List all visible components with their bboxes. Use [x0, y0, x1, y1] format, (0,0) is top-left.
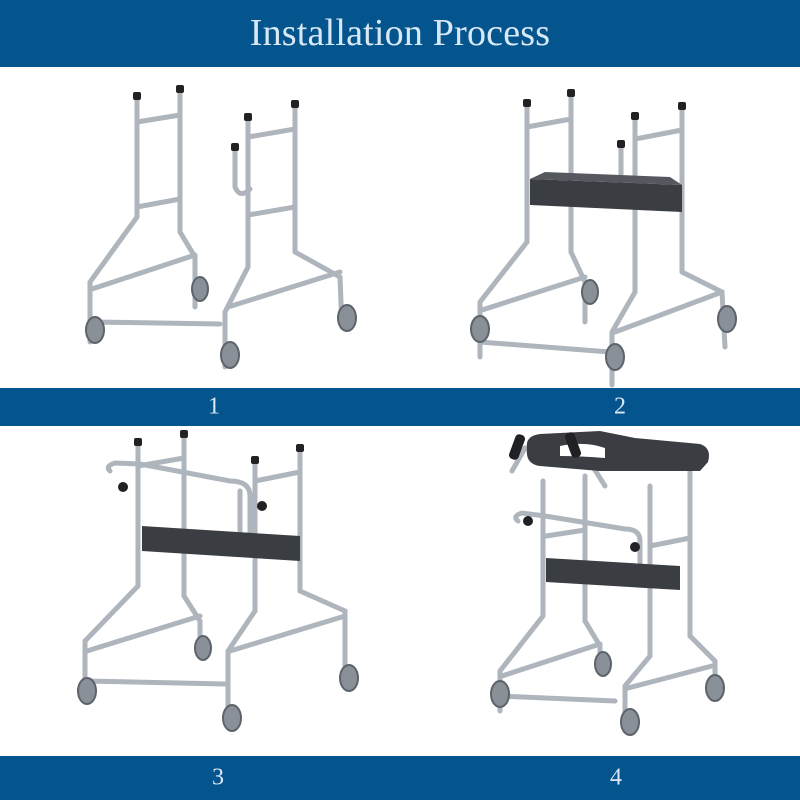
step-label-band-bottom: 3 4: [0, 756, 800, 800]
page-title: Installation Process: [249, 11, 551, 54]
step-2-label: 2: [614, 393, 626, 420]
step-4-label: 4: [610, 764, 622, 791]
step-label-band-top: 1 2: [0, 388, 800, 426]
step-3-image: [0, 426, 400, 756]
step-4-image: [400, 426, 800, 756]
walker-frame-side-panels-icon: [85, 85, 357, 370]
step-1-label: 1: [208, 393, 220, 420]
walker-frame-with-handrail-icon: [77, 430, 359, 732]
walker-frame-with-seat-icon: [470, 89, 737, 388]
header-banner: Installation Process: [0, 0, 800, 67]
step-3-label: 3: [212, 764, 224, 791]
step-2-image: [400, 67, 800, 388]
walker-complete-with-armrest-pad-icon: [490, 431, 725, 736]
step-1-image: [0, 67, 400, 388]
